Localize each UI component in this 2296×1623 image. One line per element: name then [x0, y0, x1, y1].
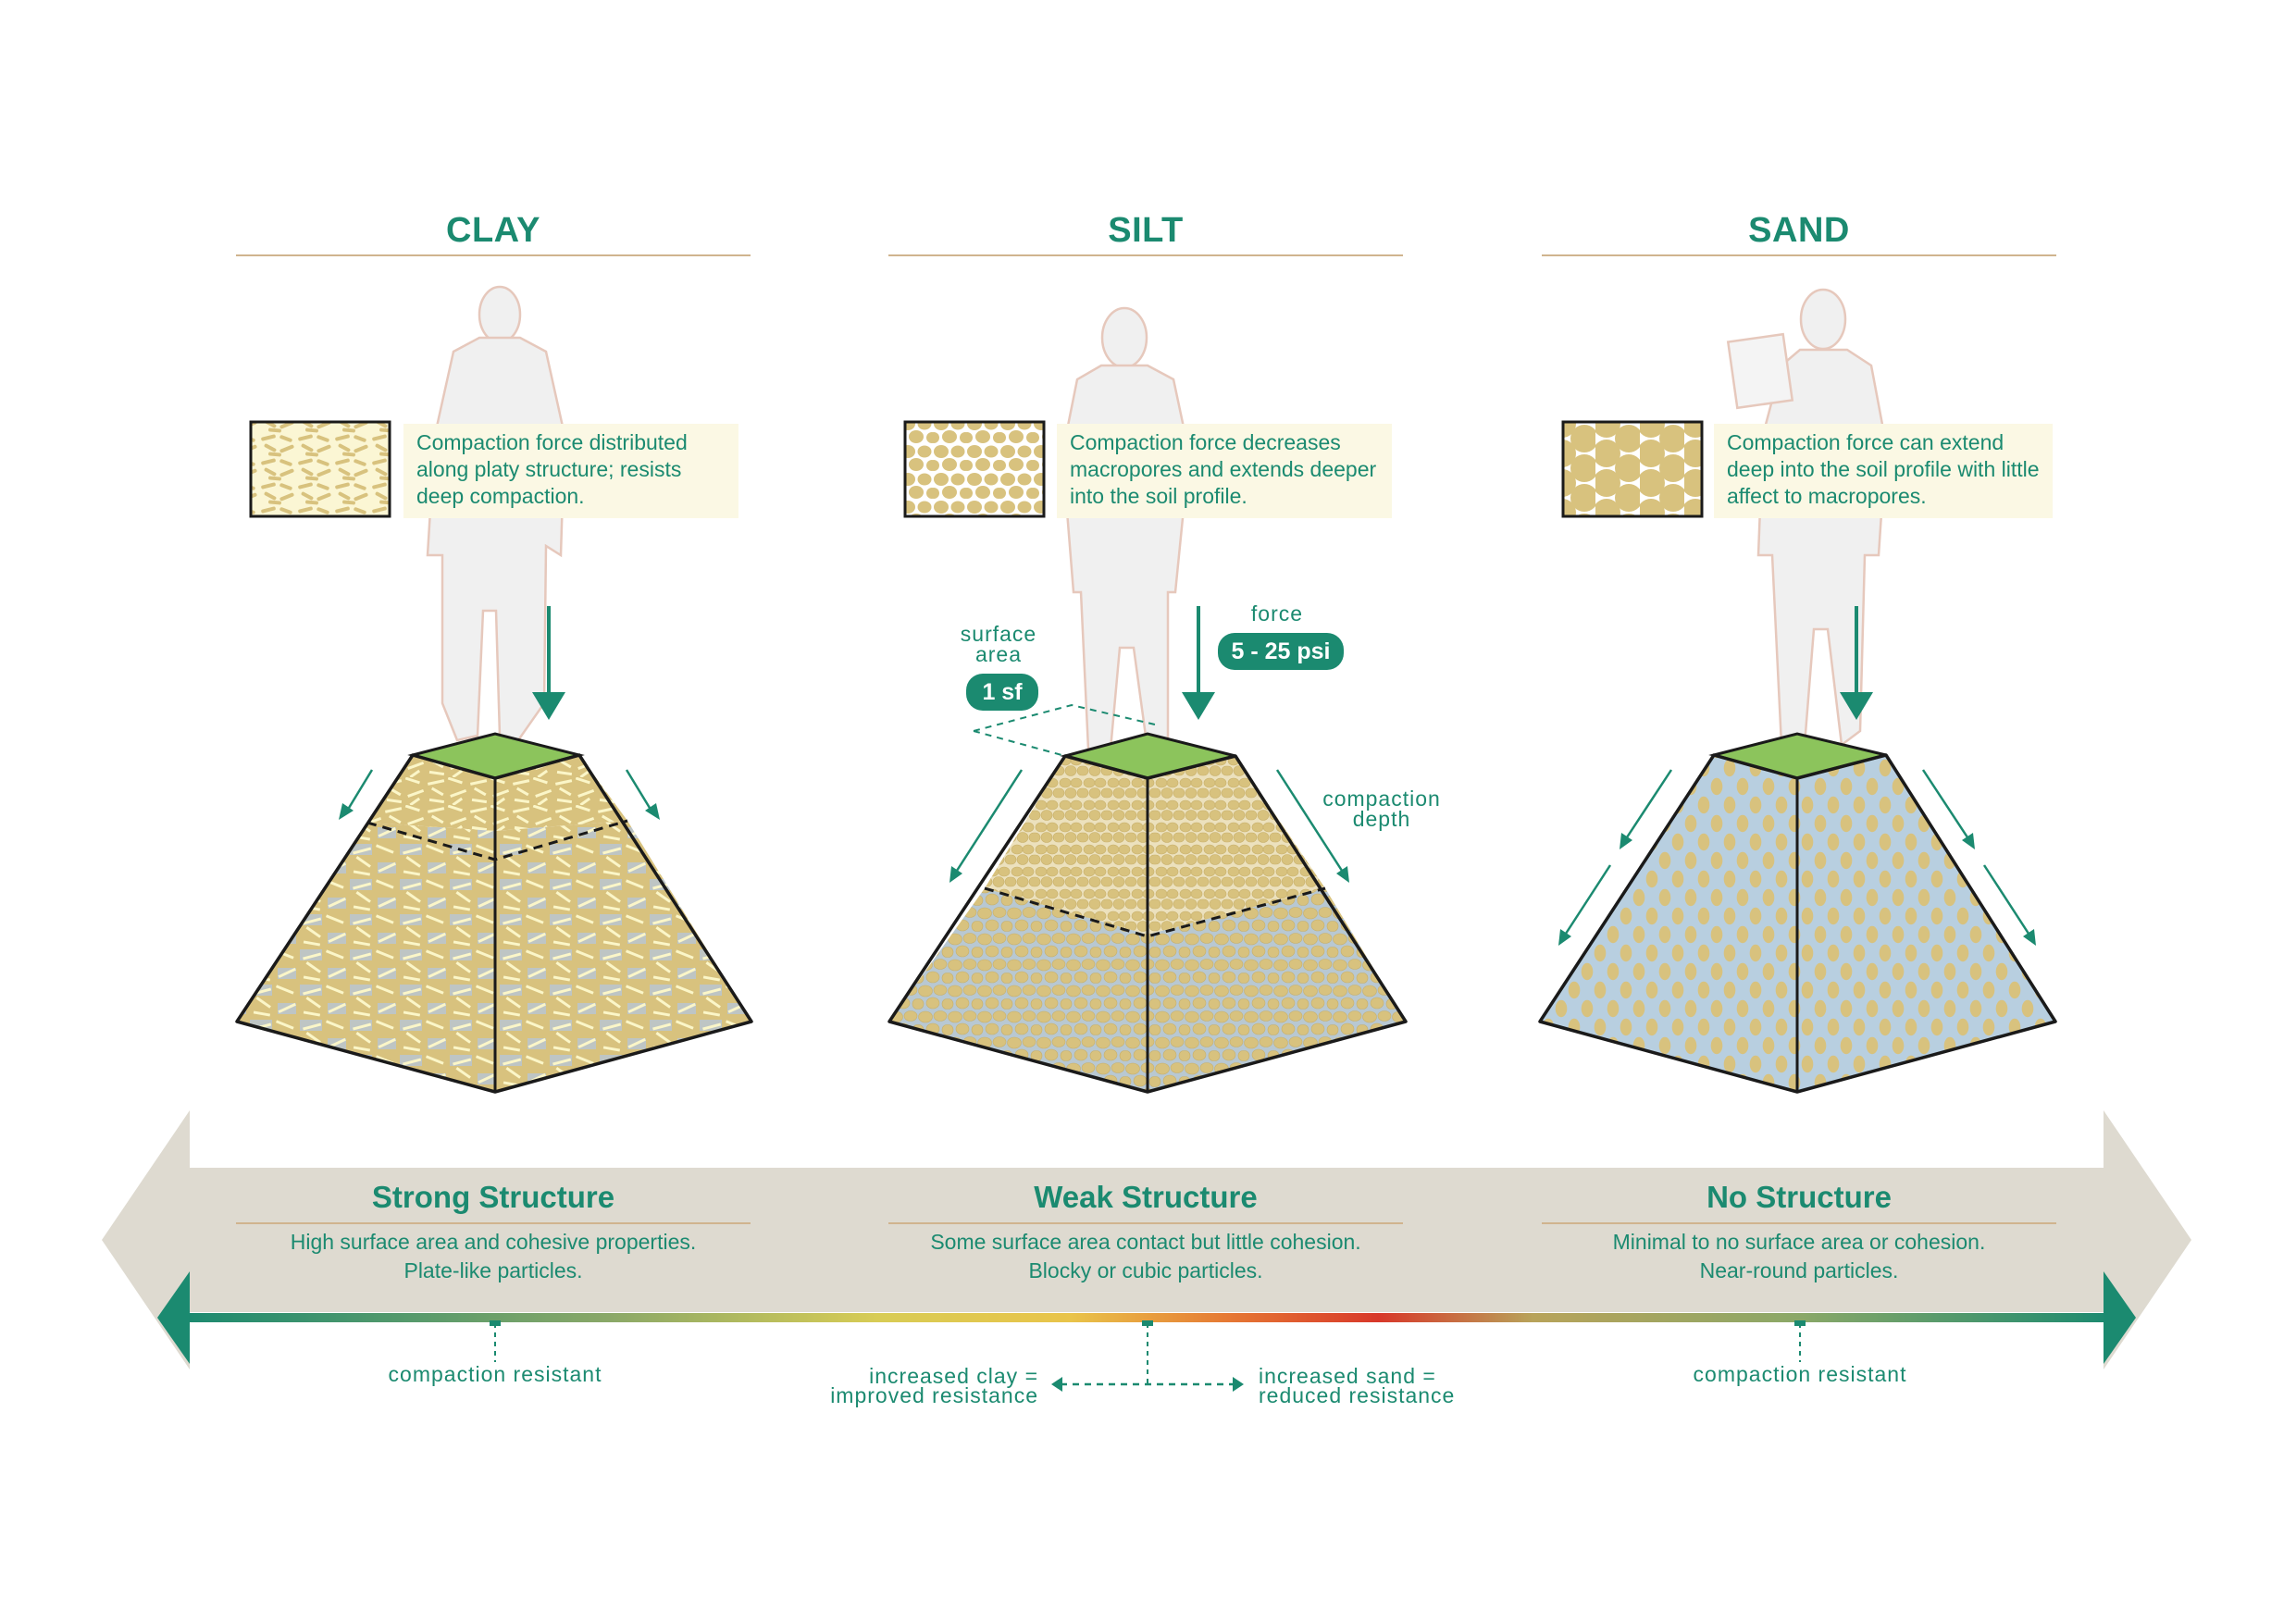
weak-structure-title: Weak Structure: [1034, 1180, 1258, 1214]
no-structure-desc-line1: Minimal to no surface area or cohesion.: [1612, 1230, 1986, 1254]
increased-clay-note-line1: increased clay =: [869, 1364, 1038, 1388]
silt-force-arrow: [1182, 606, 1215, 720]
sand-soil-pyramid: [1538, 732, 2057, 1094]
clay-title: CLAY: [446, 211, 540, 250]
surface-area-value-badge: 1 sf: [966, 674, 1038, 711]
silt-callout: Compaction force decreases macropores an…: [1057, 424, 1392, 518]
silt-soil-pyramid: [887, 703, 1408, 1094]
no-structure-title: No Structure: [1706, 1180, 1892, 1214]
sand-compaction-resistant-note: compaction resistant: [1693, 1362, 1907, 1386]
force-label: force: [1250, 601, 1304, 626]
compaction-depth-label: compaction depth: [1322, 787, 1441, 831]
structure-band-arrow: [102, 1110, 2191, 1369]
weak-structure-desc-line2: Blocky or cubic particles.: [1028, 1258, 1263, 1282]
sand-depth-arrows: [1558, 769, 2036, 946]
weak-structure-desc-line1: Some surface area contact but little coh…: [930, 1230, 1361, 1254]
clay-swatch: [249, 420, 391, 518]
silt-person-figure: [1061, 306, 1191, 751]
strong-structure-desc-line2: Plate-like particles.: [403, 1258, 583, 1282]
clay-sand-direction-arrows: [1051, 1377, 1244, 1392]
sand-swatch: [1561, 420, 1704, 518]
clay-compaction-resistant-note: compaction resistant: [388, 1362, 602, 1386]
increased-clay-note-line2: improved resistance: [830, 1383, 1038, 1407]
sand-callout: Compaction force can extend deep into th…: [1714, 424, 2053, 518]
strong-structure-title: Strong Structure: [371, 1180, 615, 1214]
increased-sand-note-line1: increased sand =: [1259, 1364, 1436, 1388]
silt-title: SILT: [1108, 211, 1184, 250]
surface-area-label: surface area: [960, 622, 1037, 666]
sand-force-arrow: [1840, 606, 1873, 720]
increased-sand-note-line2: reduced resistance: [1259, 1383, 1456, 1407]
clay-soil-pyramid: [235, 732, 753, 1094]
no-structure-desc-line2: Near-round particles.: [1699, 1258, 1899, 1282]
clay-callout: Compaction force distributed along platy…: [403, 424, 738, 518]
clay-force-arrow: [532, 606, 565, 720]
sand-title: SAND: [1748, 211, 1850, 250]
silt-depth-arrows: [949, 769, 1349, 883]
clay-depth-arrows: [339, 769, 660, 820]
strong-structure-desc-line1: High surface area and cohesive propertie…: [290, 1230, 697, 1254]
compaction-scale-bar: [157, 1271, 2136, 1364]
scale-tick-marks: [490, 1320, 1806, 1384]
silt-swatch: [903, 420, 1046, 518]
force-value-badge: 5 - 25 psi: [1218, 633, 1344, 670]
